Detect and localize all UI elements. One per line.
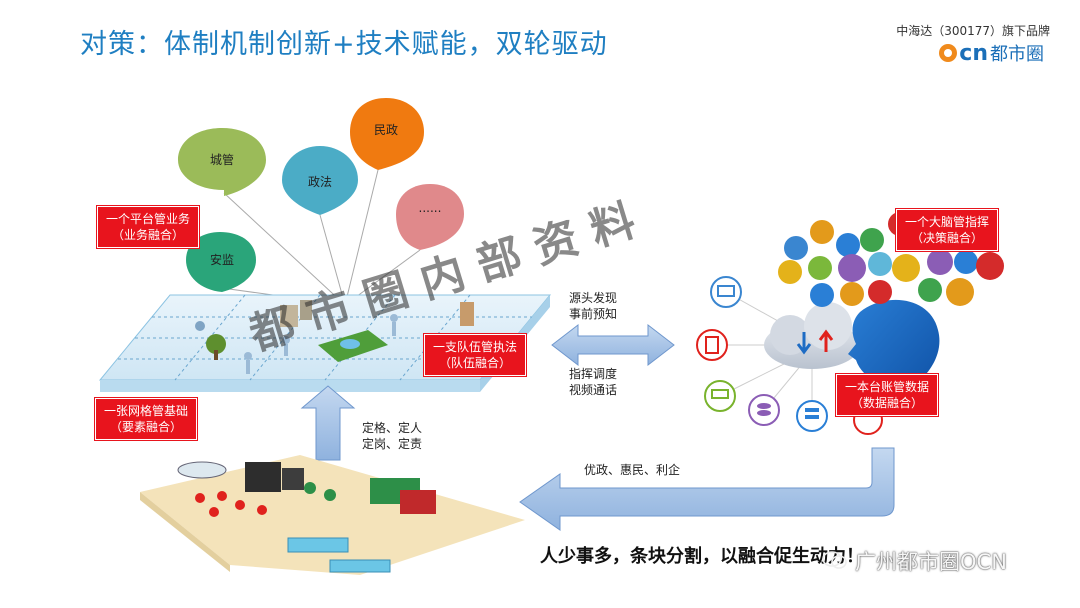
logo-text: 都市圈 [990, 44, 1044, 65]
label-fix: 定格、定人定岗、定责 [362, 421, 423, 451]
wechat-icon [822, 551, 847, 569]
svg-text:......: ...... [419, 201, 442, 215]
brand-logo: cn 都市圈 [939, 40, 1044, 66]
bubble-minzheng: 民政 [350, 98, 424, 170]
page-title: 对策：体制机制创新+技术赋能，双轮驱动 [80, 29, 608, 60]
label-source: 源头发现事前预知 [569, 291, 618, 321]
bubble-label: 城管 [210, 152, 234, 167]
bubble-anjian: 安监 [186, 232, 256, 292]
city-scene [140, 455, 525, 575]
svg-text:民政: 民政 [374, 123, 398, 137]
brand-subtitle: 中海达（300177）旗下品牌 [896, 24, 1050, 38]
label-ledger: 一本台账管数据（数据融合） [836, 374, 939, 416]
double-arrow [551, 323, 675, 367]
slogan: 人少事多，条块分割，以融合促生动力！ [540, 546, 864, 567]
bubble-zhengfa: 政法 [282, 146, 358, 215]
icon-bubbles [778, 212, 1004, 307]
bubble-more: ...... [396, 184, 464, 250]
logo-o-icon [939, 44, 958, 62]
logo-cn: cn [959, 40, 988, 66]
label-brain: 一个大脑管指挥（决策融合） [896, 209, 999, 251]
return-arrow [519, 447, 895, 531]
label-team: 一支队伍管执法（队伍融合） [424, 334, 527, 376]
bubble-chengguan: 城管 [178, 128, 266, 196]
label-command: 指挥调度视频通话 [569, 367, 618, 397]
label-platform: 一个平台管业务（业务融合） [97, 206, 200, 248]
svg-text:政法: 政法 [308, 175, 332, 189]
up-arrow [300, 385, 356, 461]
wechat-footer: 广州都市圈OCN [855, 550, 1007, 574]
svg-text:安监: 安监 [210, 252, 234, 267]
label-benefit: 优政、惠民、利企 [584, 463, 681, 477]
label-grid: 一张网格管基础（要素融合） [95, 398, 198, 440]
